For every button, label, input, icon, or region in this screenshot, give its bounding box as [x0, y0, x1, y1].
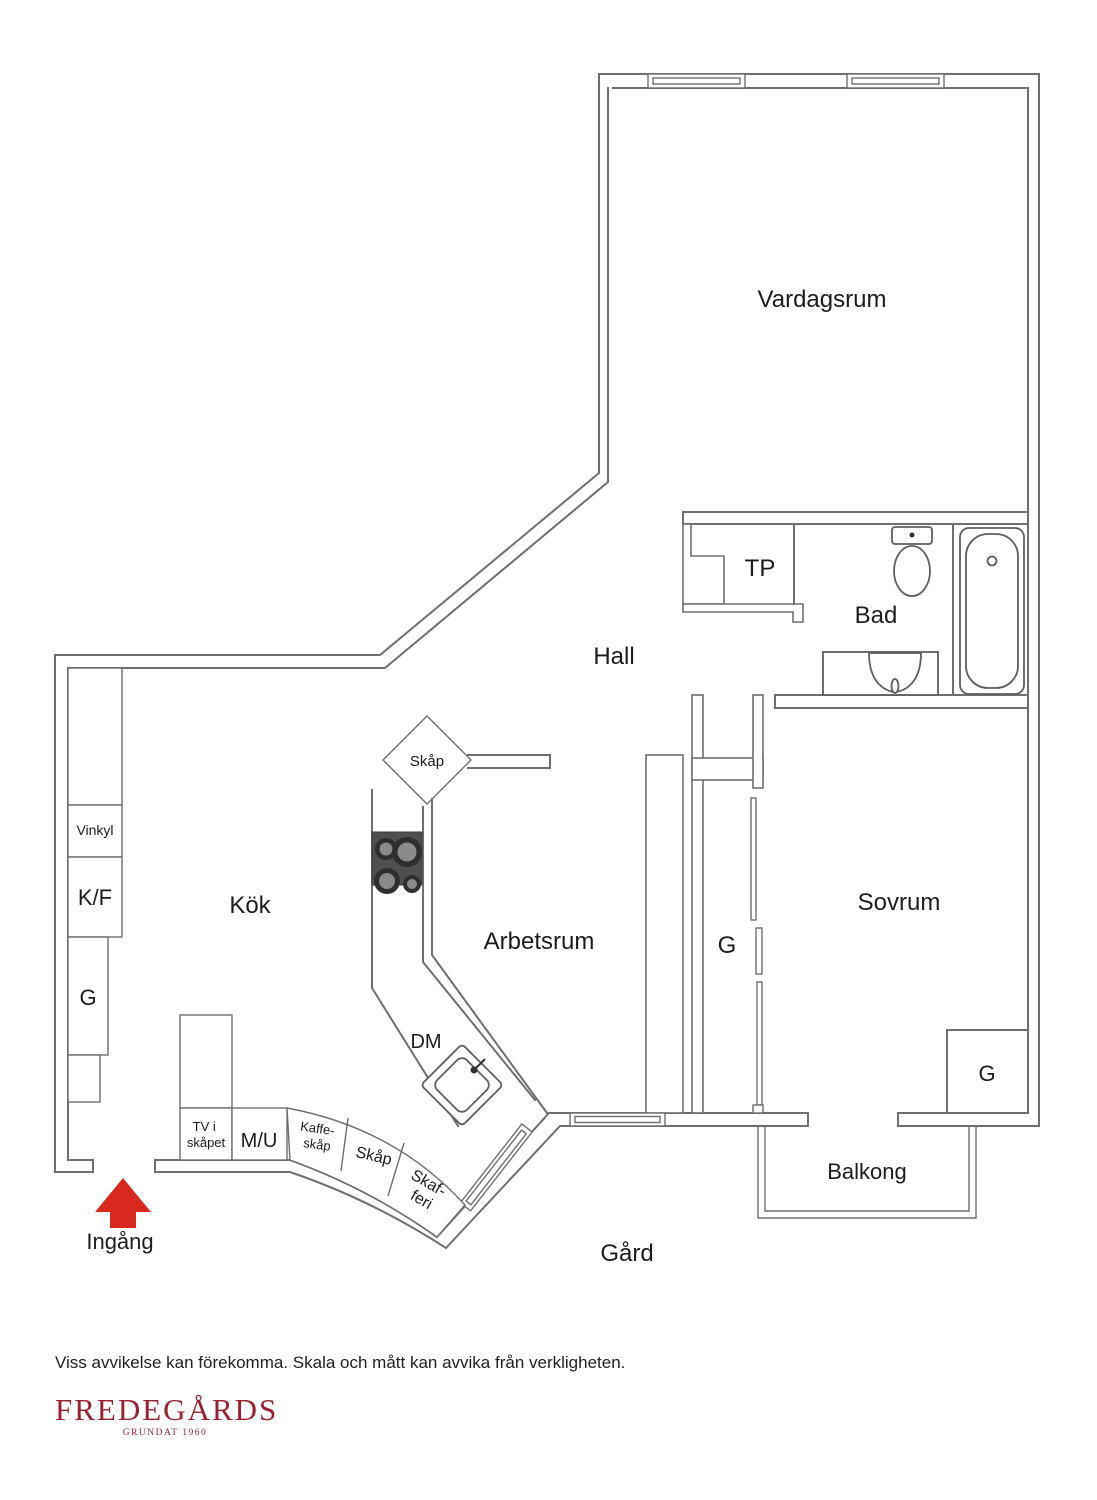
sink-icon	[421, 1044, 503, 1126]
svg-text:Kaffe- skåp: Kaffe- skåp	[297, 1119, 339, 1155]
label-g-left: G	[79, 985, 96, 1010]
arbetsrum-right-wall	[645, 754, 684, 1114]
walls	[54, 73, 1040, 1250]
bathtub-icon	[959, 527, 1025, 695]
label-g-closet: G	[718, 932, 737, 959]
footer: Viss avvikelse kan förekomma. Skala och …	[55, 1353, 625, 1438]
room-label-gard: Gård	[600, 1240, 653, 1267]
room-label-bad: Bad	[855, 602, 898, 629]
room-label-hall: Hall	[593, 643, 634, 670]
washbasin-icon	[822, 651, 939, 696]
fixture-labels: Vinkyl K/F G G G Skåp DM TV i skåpet M/U…	[76, 753, 995, 1254]
label-skap-diamond: Skåp	[410, 753, 444, 770]
window-icon	[846, 73, 945, 89]
label-mu: M/U	[241, 1130, 278, 1152]
tp-bottom-wall	[682, 603, 804, 623]
entrance-door-jambs	[92, 1159, 156, 1173]
sliding-door	[756, 981, 763, 1106]
diamond-arm-wall	[467, 754, 551, 769]
label-ingang: Ingång	[86, 1229, 153, 1254]
room-labels: Vardagsrum Hall TP Bad Kök Arbetsrum Sov…	[229, 286, 940, 1267]
cabinet	[67, 667, 123, 806]
vardagsrum-bad-wall	[682, 511, 1029, 525]
label-kf: K/F	[78, 885, 112, 910]
sovrum-g-box	[946, 1029, 1028, 1114]
room-label-vardagsrum: Vardagsrum	[758, 286, 887, 313]
cabinet-divider	[340, 1117, 405, 1197]
window-icon	[459, 1123, 534, 1212]
disclaimer-text: Viss avvikelse kan förekomma. Skala och …	[55, 1353, 625, 1372]
balcony-door-jambs	[807, 1112, 899, 1127]
label-tv-cabinet: TV i skåpet	[187, 1119, 226, 1150]
logo-tagline: GRUNDAT 1960	[123, 1428, 208, 1438]
wardrobe-cabinet	[67, 936, 109, 1056]
tall-cabinet	[179, 1014, 233, 1109]
room-label-balkong: Balkong	[827, 1159, 907, 1184]
tp-left-wall	[682, 523, 725, 605]
kitchen-cabinets	[67, 667, 551, 1238]
room-label-tp: TP	[745, 555, 776, 582]
closet-bottom-stub	[752, 1104, 764, 1114]
label-g-sovrum: G	[978, 1061, 995, 1086]
label-vinkyl: Vinkyl	[76, 822, 113, 838]
window-icon	[569, 1112, 666, 1127]
micro-oven-cabinet	[231, 1107, 288, 1161]
label-kaffeskap: Kaffe- skåp	[297, 1119, 339, 1155]
sovrum-left-wall	[752, 694, 764, 789]
logo-fredegards: FREDEGÅRDS	[55, 1392, 278, 1427]
cabinet	[67, 1054, 101, 1103]
window-icon	[647, 73, 746, 89]
balcony-outer	[757, 1126, 977, 1219]
room-label-arbetsrum: Arbetsrum	[484, 928, 595, 955]
closet-left-wall	[691, 694, 704, 1114]
room-label-sovrum: Sovrum	[858, 889, 941, 916]
balcony-inner	[764, 1126, 970, 1212]
sliding-door	[750, 797, 757, 921]
entrance-arrow-icon	[95, 1178, 151, 1228]
bathroom-fixtures	[822, 526, 1025, 696]
tv-cabinet	[179, 1107, 233, 1161]
balcony-outline	[757, 1126, 977, 1219]
curved-cabinet-band	[286, 1107, 466, 1238]
label-dm: DM	[410, 1031, 441, 1053]
bad-sovrum-wall	[774, 694, 1029, 709]
room-label-kok: Kök	[229, 892, 271, 919]
fridge-freezer-cabinet	[67, 856, 123, 938]
stove-icon	[371, 831, 423, 894]
sliding-door	[755, 927, 763, 975]
windows	[459, 73, 945, 1212]
toilet-icon	[891, 526, 933, 597]
corner-cabinet-diamond	[382, 715, 472, 805]
